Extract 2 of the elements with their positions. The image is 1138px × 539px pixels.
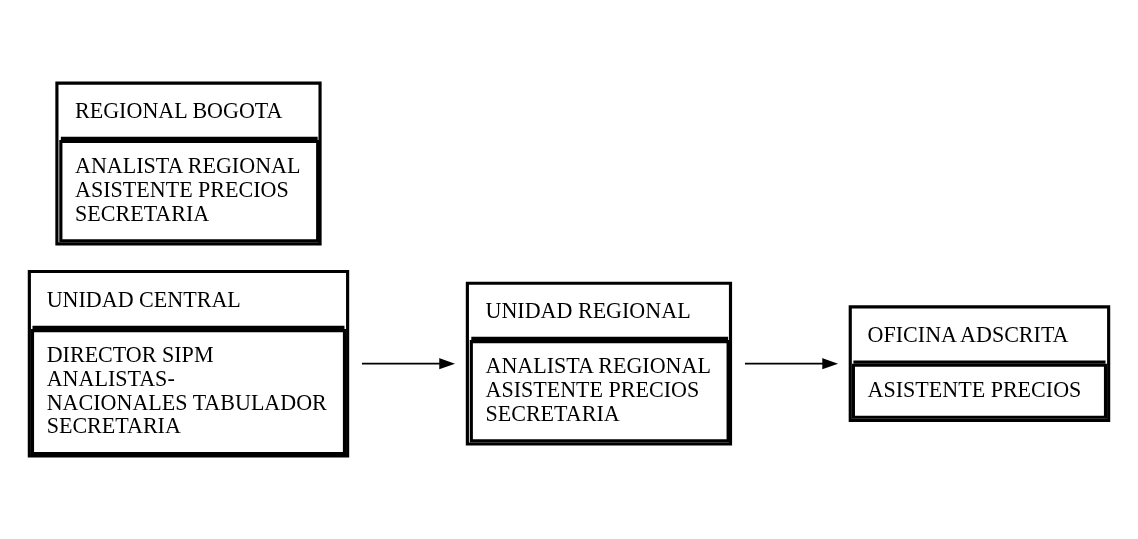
arrow xyxy=(744,358,839,370)
arrow xyxy=(361,358,456,370)
